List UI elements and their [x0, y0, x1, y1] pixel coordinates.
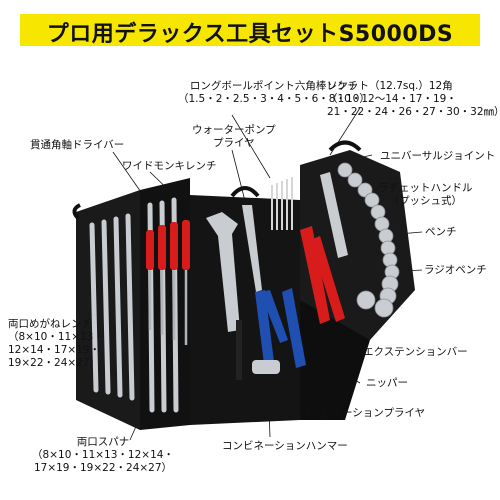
label-open-wrench: 両口スパナ （8×10・11×13・12×14・ 17×19・19×22・24×…: [32, 436, 174, 474]
center-tray: [190, 195, 300, 425]
pliers-grip: [300, 226, 330, 324]
right-handle: [328, 140, 362, 152]
socket-set: [337, 162, 400, 318]
water-pump-pliers-grip: [255, 290, 275, 372]
hex-key-set: [271, 177, 293, 230]
label-radio-pliers: ラジオペンチ: [424, 264, 487, 276]
label-box-wrench: 両口めがねレンチ （8×10・11×13・ 12×14・17×19・ 19×22…: [8, 318, 104, 369]
screwdriver-shafts: [148, 270, 188, 345]
label-extension-bar: エクステンションバー: [363, 346, 468, 358]
label-combination-pliers: コンビネーションプライヤ: [300, 407, 426, 419]
adjustable-wrench: [206, 212, 240, 332]
radio-pliers-grip: [310, 236, 345, 322]
label-nipper: ニッパー: [366, 377, 408, 389]
page-title: プロ用デラックス工具セットS5000DS: [46, 22, 454, 47]
bottom-right-box: [300, 300, 370, 420]
screwdriver-handles: [146, 220, 190, 270]
label-socket: ソケット（12.7sq.）12角 （10・12～14・17・19・ 21・22・…: [327, 80, 500, 118]
label-wide-wrench: ワイドモンキレンチ: [122, 160, 217, 172]
label-universal-joint: ユニバーサルジョイント: [380, 150, 496, 162]
label-hammer: コンビネーションハンマー: [222, 440, 348, 452]
label-hex-key: ロングボールポイント六角棒レンチ （1.5・2・2.5・3・4・5・6・8・10…: [178, 80, 370, 105]
combination-pliers: [282, 288, 306, 368]
label-pliers: ペンチ: [425, 226, 457, 238]
ratchet-handle: [320, 172, 348, 258]
hammer-head: [252, 360, 280, 374]
label-ratchet: ラチェットハンドル （プッシュ式）: [378, 182, 473, 207]
hammer-handle: [236, 320, 242, 380]
top-handle: [230, 186, 260, 198]
left-handle: [72, 203, 81, 220]
label-screwdriver: 貫通角軸ドライバー: [30, 139, 125, 151]
label-water-pump-pliers: ウォーターポンプ プライヤ: [192, 124, 276, 149]
title-highlight-band: [20, 14, 480, 46]
